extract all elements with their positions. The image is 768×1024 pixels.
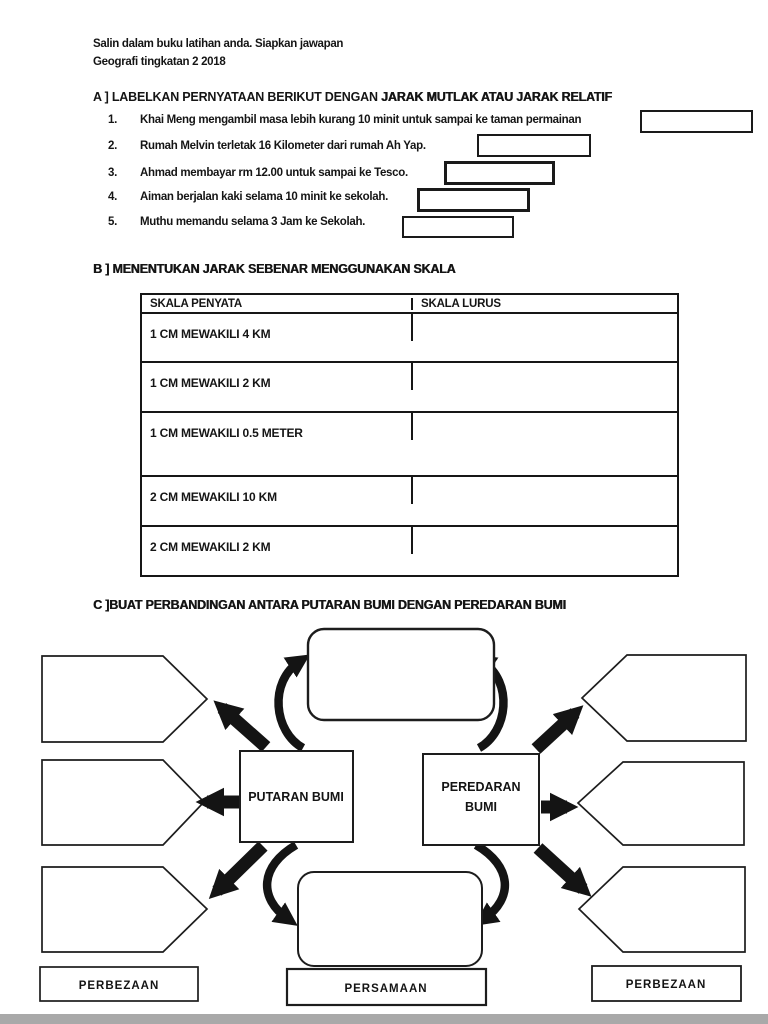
page-bottom-strip bbox=[0, 1014, 768, 1024]
putaran-bumi-label: PUTARAN BUMI bbox=[248, 790, 344, 804]
table-row: 1 CM MEWAKILI 0.5 METER bbox=[142, 411, 677, 475]
list-item-number: 4. bbox=[108, 191, 117, 203]
answer-cell bbox=[413, 314, 677, 327]
table-row: 2 CM MEWAKILI 10 KM bbox=[142, 475, 677, 525]
answer-box-5 bbox=[402, 216, 514, 238]
list-item-text: Ahmad membayar rm 12.00 untuk sampai ke … bbox=[140, 167, 408, 179]
peredaran-bumi-box bbox=[422, 753, 540, 846]
list-item: 5. Muthu memandu selama 3 Jam ke Sekolah. bbox=[108, 216, 365, 228]
section-a-heading-lead: A ] LABELKAN PERNYATAAN BERIKUT DENGAN bbox=[93, 90, 382, 104]
list-item-text: Khai Meng mengambil masa lebih kurang 10… bbox=[140, 114, 582, 126]
perbezaan-right-box bbox=[591, 965, 742, 1002]
curve-putaran-to-top-box bbox=[274, 654, 310, 752]
list-item: 2. Rumah Melvin terletak 16 Kilometer dar… bbox=[108, 140, 426, 152]
list-item: 4. Aiman berjalan kaki selama 10 minit ke… bbox=[108, 191, 388, 203]
comparison-diagram: PUTARAN BUMI PEREDARAN BUMI PERBEZAAN PE… bbox=[39, 627, 747, 1007]
table-row: 1 CM MEWAKILI 4 KM bbox=[142, 312, 677, 361]
list-item-text: Rumah Melvin terletak 16 Kilometer dari … bbox=[140, 140, 426, 152]
answer-cell bbox=[413, 413, 677, 426]
answer-cell bbox=[413, 363, 677, 376]
list-item-number: 1. bbox=[108, 114, 117, 126]
scale-statement-cell: 1 CM MEWAKILI 2 KM bbox=[142, 363, 413, 390]
right-tag-3 bbox=[577, 866, 746, 953]
left-tag-1 bbox=[41, 655, 209, 743]
persamaan-box bbox=[285, 967, 488, 1007]
arrow-putaran-upleft bbox=[213, 700, 271, 752]
list-item-text: Muthu memandu selama 3 Jam ke Sekolah. bbox=[140, 216, 366, 228]
column-header-skala-lurus: SKALA LURUS bbox=[421, 297, 501, 310]
peredaran-bumi-label-line1: PEREDARAN bbox=[441, 780, 520, 794]
table-header-row: SKALA PENYATA SKALA LURUS bbox=[142, 295, 677, 312]
answer-box-3 bbox=[444, 161, 555, 185]
scale-table: SKALA PENYATA SKALA LURUS 1 CM MEWAKILI … bbox=[140, 293, 679, 577]
curve-putaran-to-bottom-box bbox=[262, 841, 299, 926]
perbezaan-left-label: PERBEZAAN bbox=[79, 980, 160, 992]
arrow-peredaran-downright bbox=[533, 843, 592, 897]
list-item-number: 5. bbox=[108, 216, 117, 228]
list-item-number: 3. bbox=[108, 167, 117, 179]
right-tag-2 bbox=[576, 761, 745, 846]
scale-statement-cell: 1 CM MEWAKILI 4 KM bbox=[142, 314, 413, 341]
persamaan-label: PERSAMAAN bbox=[344, 983, 427, 995]
section-c-heading: C ]BUAT PERBANDINGAN ANTARA PUTARAN BUMI… bbox=[93, 598, 566, 612]
list-item: 3. Ahmad membayar rm 12.00 untuk sampai k… bbox=[108, 167, 408, 179]
right-tag-1 bbox=[580, 654, 747, 742]
list-item-text: Aiman berjalan kaki selama 10 minit ke s… bbox=[140, 191, 388, 203]
top-shared-box bbox=[306, 627, 496, 722]
subject-line: Geografi tingkatan 2 2018 bbox=[93, 56, 226, 68]
answer-cell bbox=[413, 477, 677, 490]
list-item: 1. Khai Meng mengambil masa lebih kurang … bbox=[108, 114, 582, 126]
answer-box-1 bbox=[640, 110, 753, 133]
section-b-heading: B ] MENENTUKAN JARAK SEBENAR MENGGUNAKAN… bbox=[93, 262, 456, 276]
scale-statement-cell: 1 CM MEWAKILI 0.5 METER bbox=[142, 413, 413, 440]
left-tag-3 bbox=[41, 866, 209, 953]
section-a-heading: A ] LABELKAN PERNYATAAN BERIKUT DENGAN J… bbox=[93, 90, 612, 104]
scale-statement-cell: 2 CM MEWAKILI 10 KM bbox=[142, 477, 413, 504]
instruction-line: Salin dalam buku latihan anda. Siapkan j… bbox=[93, 38, 344, 50]
table-row: 1 CM MEWAKILI 2 KM bbox=[142, 361, 677, 411]
table-row: 2 CM MEWAKILI 2 KM bbox=[142, 525, 677, 575]
answer-box-2 bbox=[477, 134, 591, 157]
section-a-heading-terms: JARAK MUTLAK ATAU JARAK RELATIF bbox=[381, 90, 612, 104]
perbezaan-right-label: PERBEZAAN bbox=[626, 979, 707, 991]
column-header-skala-penyata: SKALA PENYATA bbox=[142, 297, 413, 310]
answer-box-4 bbox=[417, 188, 530, 212]
curve-peredaran-to-bottom-box bbox=[473, 841, 510, 926]
arrow-putaran-downleft bbox=[208, 841, 268, 899]
list-item-number: 2. bbox=[108, 140, 117, 152]
perbezaan-left-box bbox=[39, 966, 199, 1002]
bottom-shared-box bbox=[297, 871, 483, 967]
peredaran-bumi-label-line2: BUMI bbox=[465, 800, 497, 814]
answer-cell bbox=[413, 527, 677, 540]
left-tag-2 bbox=[41, 759, 206, 846]
scale-statement-cell: 2 CM MEWAKILI 2 KM bbox=[142, 527, 413, 554]
arrow-peredaran-upright bbox=[531, 705, 584, 754]
putaran-bumi-box bbox=[239, 750, 354, 843]
